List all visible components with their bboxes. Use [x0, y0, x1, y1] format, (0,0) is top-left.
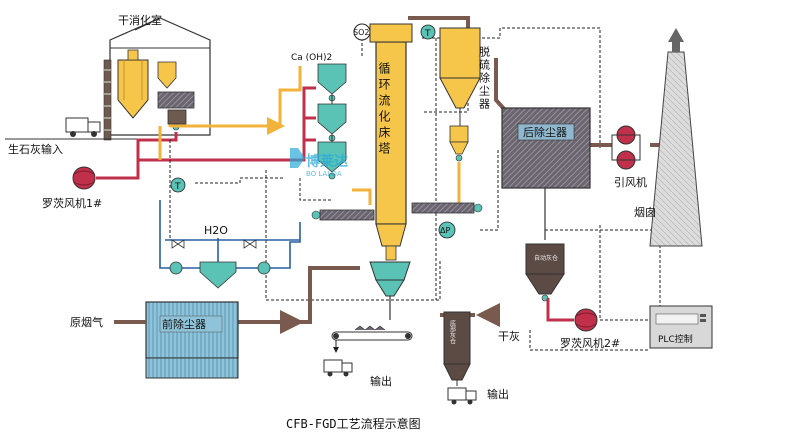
- desulf-dust-label: 脱硫除尘器: [478, 45, 491, 111]
- tower-temperature-icon: T: [420, 24, 436, 40]
- drying-room-label: 干消化室: [118, 13, 162, 27]
- air-lines: [96, 86, 316, 180]
- roots-fan-2-label: 罗茨风机2#: [560, 336, 620, 350]
- output-truck-right-icon: [447, 387, 477, 405]
- induced-fan-label: 引风机: [614, 175, 647, 189]
- control-signal-lines: [169, 27, 661, 351]
- temperature-sensor-icon: T: [170, 177, 186, 193]
- lime-transport-line: [158, 66, 372, 205]
- output-right-label: 输出: [487, 387, 509, 401]
- plc-control-panel: [649, 305, 713, 349]
- rear-dust-collector: [501, 107, 591, 240]
- differential-pressure-icon: ΔP: [438, 221, 456, 239]
- lime-feed-bins: [317, 63, 347, 180]
- roots-fan-1-icon: [72, 166, 96, 190]
- screw-conveyor-left: [311, 209, 375, 221]
- water-lines: [159, 200, 301, 269]
- auto-silo-label: 自动灰仓: [534, 254, 558, 262]
- raw-flue-gas-label: 原烟气: [70, 315, 103, 329]
- svg-text:ΔP: ΔP: [440, 226, 450, 235]
- water-pump-right-icon: [257, 261, 271, 275]
- output-truck-left-icon: [323, 359, 353, 377]
- svg-text:BO LAI DA: BO LAI DA: [306, 170, 342, 178]
- chimney-label: 烟囱: [634, 205, 656, 219]
- dry-ash-label: 干灰: [498, 329, 520, 343]
- svg-text:SO2: SO2: [353, 28, 369, 37]
- rear-dust-label: 后除尘器: [523, 125, 567, 139]
- air-line-2: [546, 298, 574, 322]
- output-left-label: 输出: [370, 374, 392, 388]
- cfb-tower-label: 循环流化床塔: [377, 62, 391, 158]
- h2o-label: H2O: [204, 224, 228, 237]
- slaking-house: [103, 17, 211, 141]
- bottom-conveyor: [331, 325, 413, 341]
- svg-text:循环流化床塔: 循环流化床塔: [377, 62, 391, 158]
- lime-truck-icon: [65, 117, 101, 137]
- svg-text:博莱达: 博莱达: [306, 153, 348, 170]
- diagram-caption: CFB-FGD工艺流程示意图: [286, 416, 421, 431]
- screw-conveyor-right: [411, 202, 483, 214]
- bottom-silo: [443, 311, 471, 386]
- roots-fan-1-label: 罗茨风机1#: [42, 196, 102, 210]
- water-valve-right-icon: [243, 239, 257, 249]
- water-valve-left-icon: [171, 239, 185, 249]
- chimney-icon: [649, 28, 703, 247]
- roots-fan-2-icon: [574, 308, 598, 332]
- induced-fan-icon: [611, 125, 641, 170]
- auto-silo: [525, 243, 565, 302]
- front-dust-collector: [145, 301, 239, 379]
- plc-label: PLC控制: [658, 333, 693, 345]
- watermark-logo: 博莱达 BO LAI DA: [290, 148, 348, 178]
- water-pump-left-icon: [169, 261, 183, 275]
- water-tank-icon: [199, 238, 237, 289]
- svg-text:T: T: [174, 182, 181, 192]
- cfb-tower: [369, 23, 413, 320]
- svg-text:T: T: [424, 29, 431, 39]
- front-dust-label: 前除尘器: [162, 317, 206, 331]
- desulf-cyclone: [439, 27, 481, 204]
- so2-sensor-icon: SO2: [353, 23, 371, 41]
- lime-input-label: 生石灰输入: [8, 142, 63, 156]
- bottom-silo-label: 底部灰仓: [449, 319, 456, 344]
- ca-oh2-label: Ca (OH)2: [291, 53, 332, 63]
